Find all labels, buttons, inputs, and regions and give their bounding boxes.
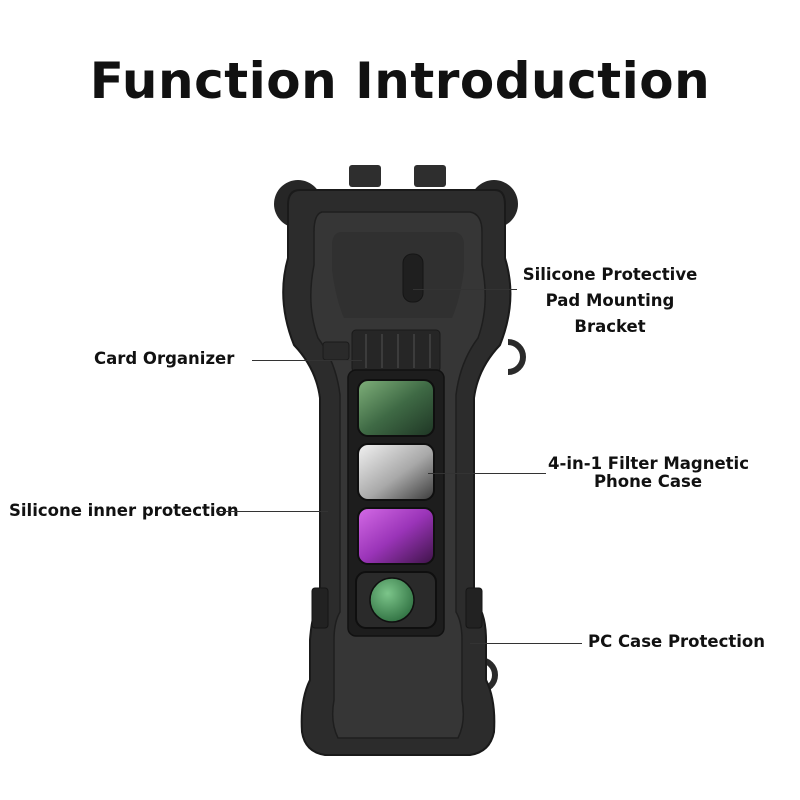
leader-pc-case	[470, 643, 582, 644]
callout-card-organizer: Card Organizer	[94, 349, 235, 368]
filter-purple	[357, 507, 435, 565]
mounting-bracket	[402, 253, 424, 303]
callout-filter-case: 4-in-1 Filter Magnetic Phone Case	[548, 454, 749, 491]
callout-pc-case: PC Case Protection	[588, 632, 765, 651]
side-latch-right	[465, 587, 483, 629]
callout-bracket: Silicone Protective Pad Mounting Bracket	[520, 262, 700, 340]
card-slot	[351, 329, 441, 373]
filter-gray	[357, 443, 435, 501]
filter-green	[357, 379, 435, 437]
leader-silicone-inner	[216, 511, 328, 512]
callout-silicone-inner: Silicone inner protection	[9, 501, 239, 520]
upper-recess	[332, 232, 464, 318]
leader-filter-case	[428, 473, 546, 474]
callout-bracket-line-1: Silicone Protective	[522, 265, 698, 284]
lanyard-loop-upper	[507, 339, 526, 375]
leader-bracket	[413, 289, 517, 290]
top-clip-left	[349, 165, 381, 187]
side-latch-left	[311, 587, 329, 629]
page-title: Function Introduction	[89, 52, 711, 110]
callout-bracket-line-2: Pad Mounting	[545, 291, 675, 310]
callout-filter-line-2: Phone Case	[593, 472, 703, 491]
leader-card-organizer	[252, 360, 362, 361]
top-clip-right	[414, 165, 446, 187]
filter-round	[369, 577, 415, 623]
callout-filter-line-1: 4-in-1 Filter Magnetic	[548, 454, 749, 473]
callout-bracket-line-3: Bracket	[574, 317, 646, 336]
